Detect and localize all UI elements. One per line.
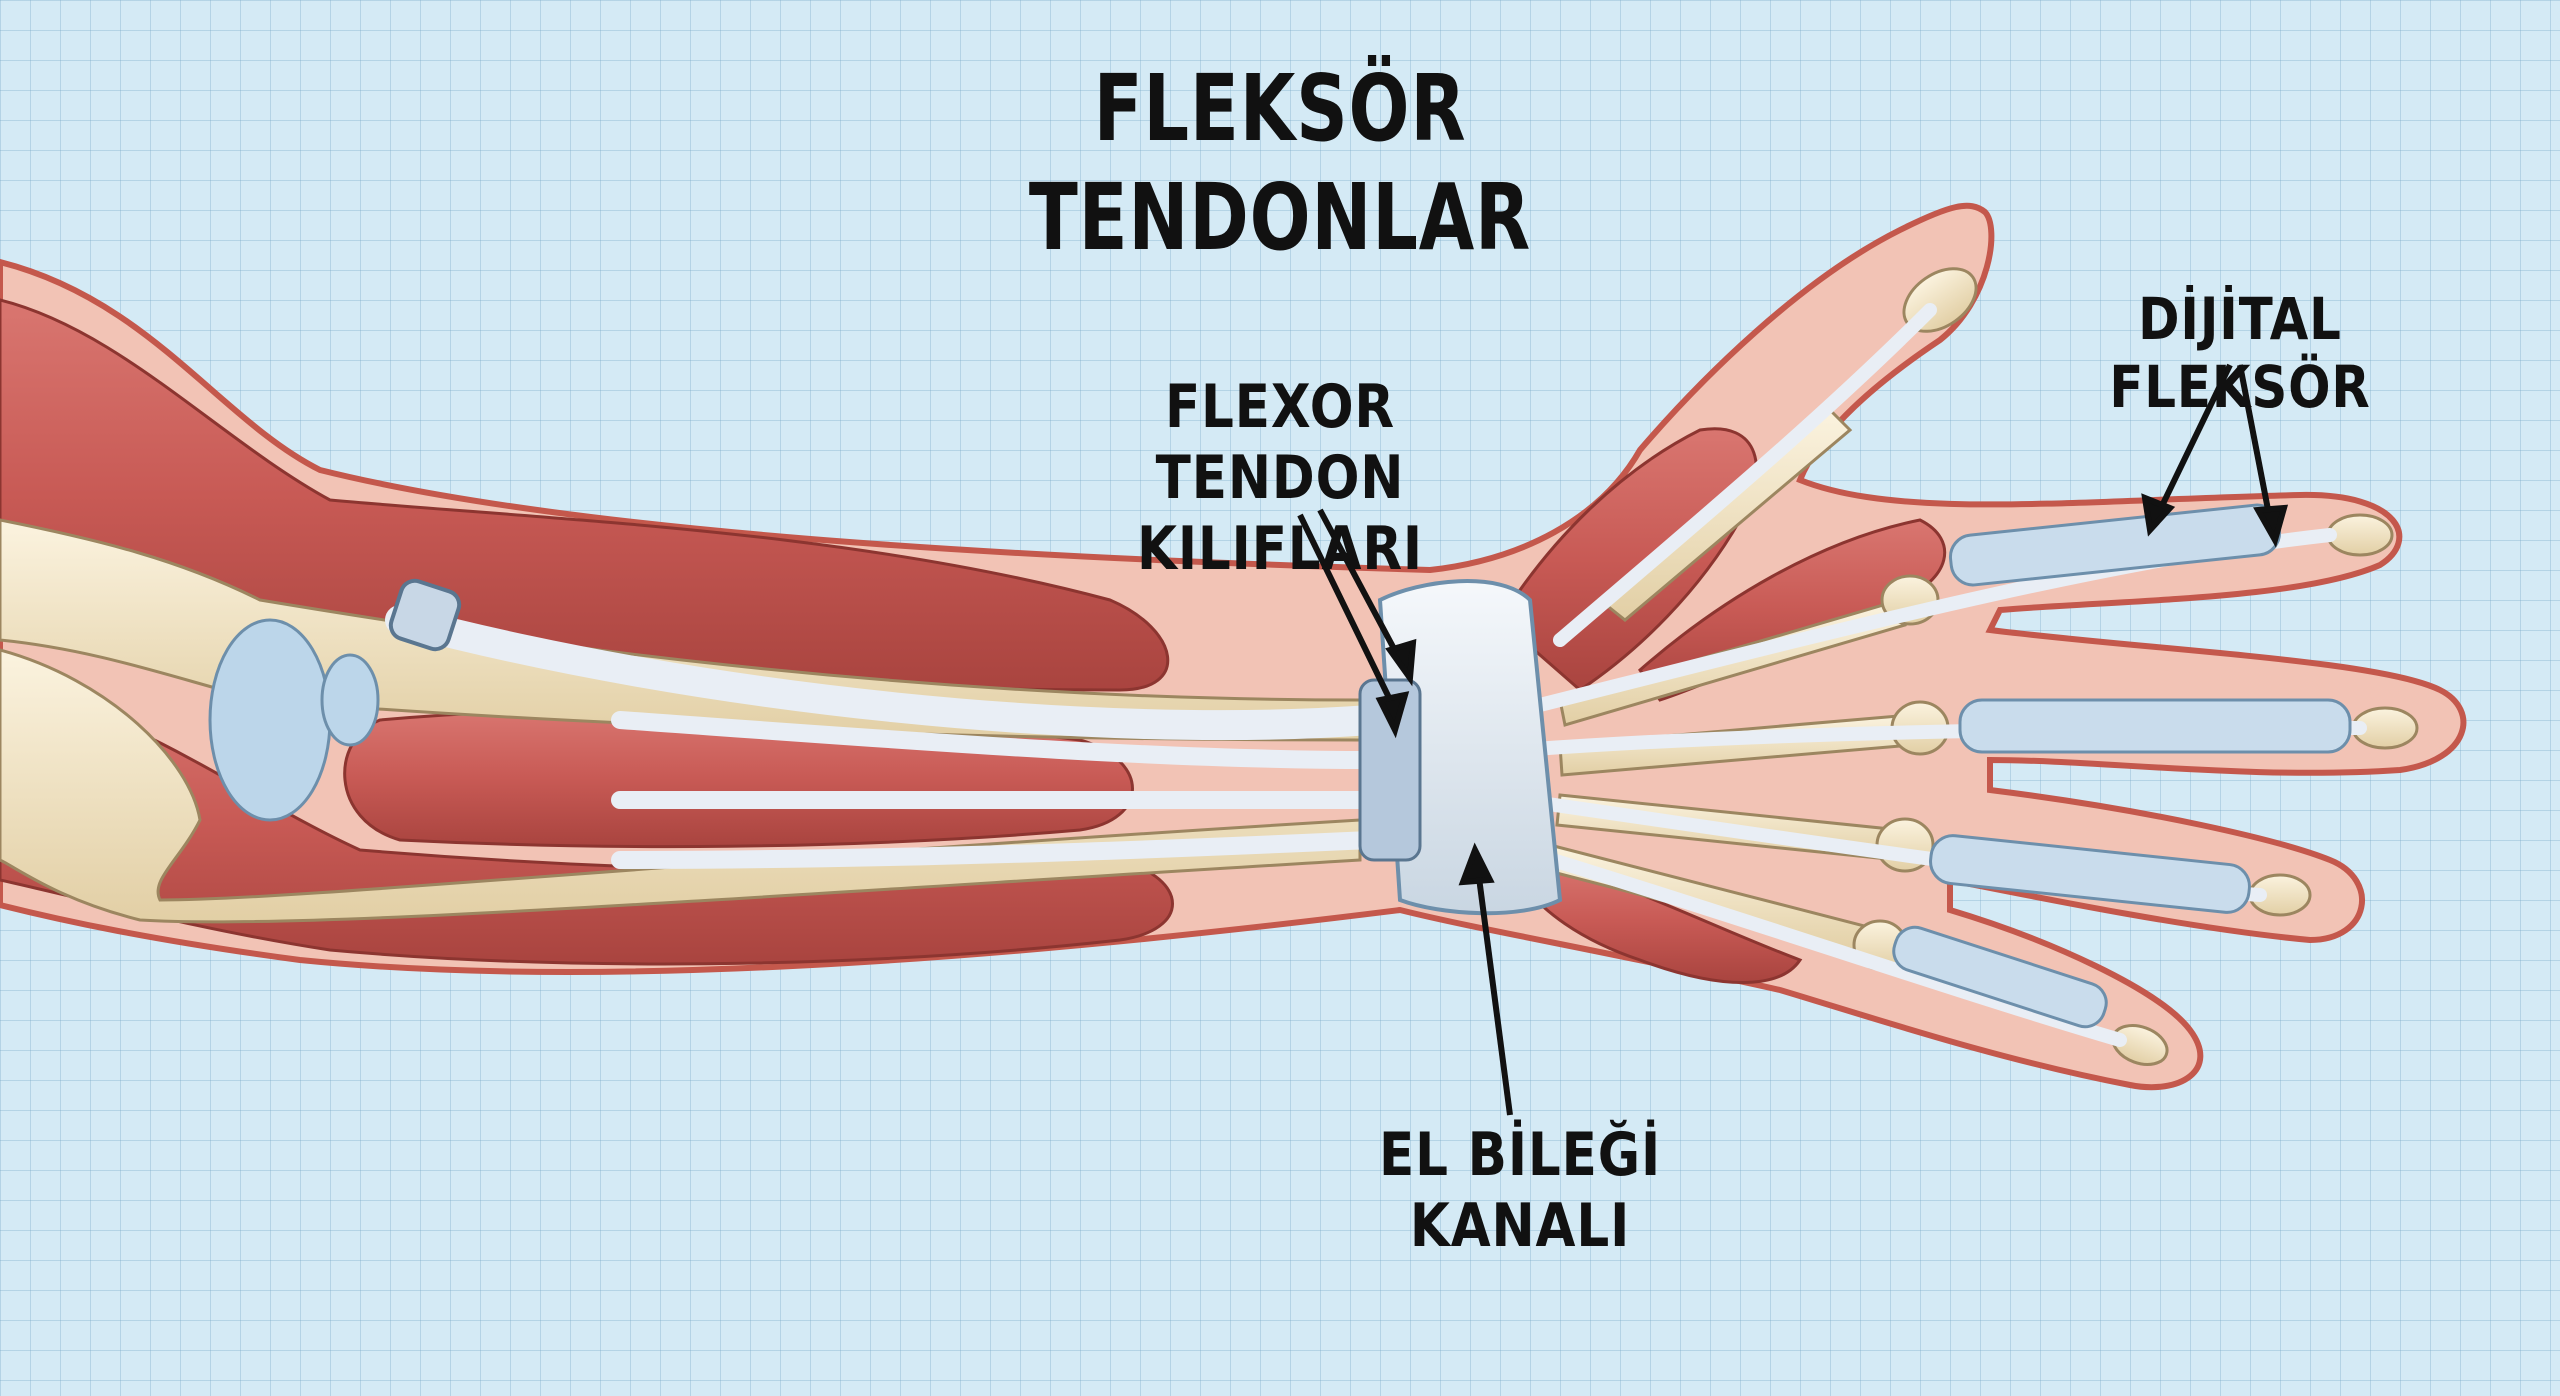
label-carpal-tunnel: EL BİLEĞİ KANALI	[1378, 1120, 1662, 1261]
thenar-muscle	[1498, 427, 1758, 692]
diagram-title: FLEKSÖR TENDONLAR	[1028, 55, 1532, 271]
elbow-joint-cartilage	[208, 618, 332, 822]
label-digital-flexor: DİJİTAL FLEKSÖR	[2109, 285, 2371, 422]
label-flexor-sheaths-line2: KILIFLARI	[1136, 513, 1424, 584]
flexor-sheath-bundle	[1358, 678, 1422, 862]
digital-flexor-sheaths	[1892, 503, 2352, 1029]
tendon-sheath-ring	[388, 578, 462, 652]
elbow-joint-cartilage-small	[320, 653, 380, 747]
label-flexor-sheaths-line1: FLEXOR TENDON	[1155, 372, 1405, 513]
pointer-arrows	[1297, 363, 2289, 1116]
carpal-tunnel-ligament	[1377, 579, 1563, 916]
flexor-tendons	[385, 303, 2367, 1047]
label-flexor-tendon-sheaths: FLEXOR TENDON KILIFLARI	[1056, 372, 1503, 584]
